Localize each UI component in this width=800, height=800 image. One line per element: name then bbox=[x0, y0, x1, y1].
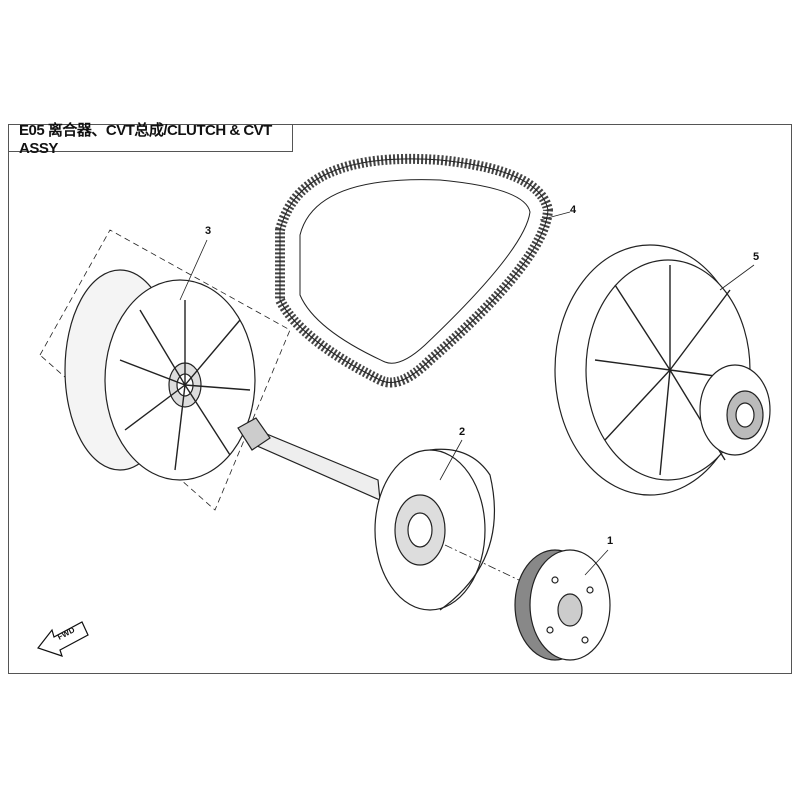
callout-1: 1 bbox=[607, 535, 614, 547]
clutch-drum-shaft[interactable] bbox=[237, 417, 496, 611]
drive-belt[interactable] bbox=[275, 153, 554, 388]
callout-3: 3 bbox=[205, 225, 212, 237]
callout-5: 5 bbox=[753, 251, 760, 263]
clutch-shoe-assembly[interactable] bbox=[514, 549, 611, 661]
drawing-frame bbox=[8, 124, 792, 674]
page-title: E05 离合器、CVT总成/CLUTCH & CVT ASSY bbox=[8, 122, 293, 157]
forward-arrow-icon bbox=[37, 621, 89, 657]
drive-pulley-assembly[interactable] bbox=[39, 229, 291, 511]
driven-pulley-assembly[interactable] bbox=[554, 244, 771, 496]
leader-lines bbox=[179, 211, 755, 576]
callout-4: 4 bbox=[570, 204, 577, 216]
callout-2: 2 bbox=[459, 426, 466, 438]
